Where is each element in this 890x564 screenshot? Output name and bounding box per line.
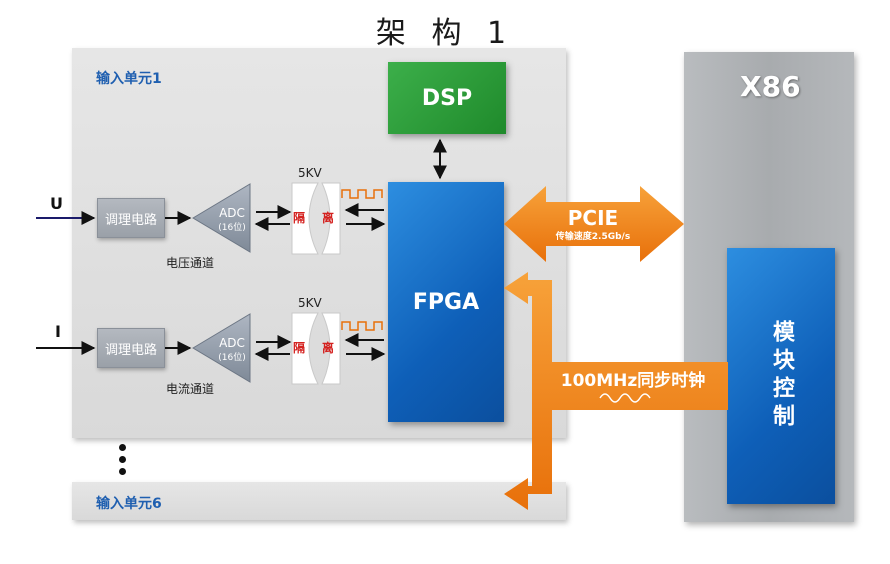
input-unit-6-panel [72, 482, 566, 520]
input-unit-6-label: 输入单元6 [96, 496, 162, 512]
isolation-current-label: 5KV [298, 296, 322, 310]
isolation-right-char: 离 [322, 211, 335, 225]
current-channel-caption: 电流通道 [166, 382, 215, 396]
clock-sine-icon [599, 393, 651, 403]
adc-voltage-triangle [192, 183, 251, 253]
i-input-label: I [55, 322, 61, 341]
clock-label: 100MHz同步时钟 [560, 371, 706, 391]
pcie-double-arrow [504, 186, 684, 262]
isolation-right-char-2: 离 [322, 341, 335, 355]
adc-current-label: ADC [219, 335, 245, 350]
voltage-clock-wave-icon [341, 189, 383, 199]
pcie-label-group: PCIE 传输速度2.5Gb/s [546, 204, 640, 244]
adc-current-label-group: ADC (16位) [212, 334, 252, 364]
fpga-label: FPGA [412, 289, 480, 315]
conditioning-circuit-current: 调理电路 [97, 328, 165, 368]
isolation-right-shape [321, 182, 341, 255]
current-clock-wave-icon [341, 321, 383, 331]
adc-current-bits: (16位) [218, 352, 246, 363]
isolation-left-shape-2 [291, 312, 319, 385]
conditioning-circuit-voltage: 调理电路 [97, 198, 165, 238]
voltage-channel-caption: 电压通道 [166, 256, 215, 270]
adc-current-triangle [192, 313, 251, 383]
diagram-title: 架 构 1 [375, 16, 515, 51]
adc-voltage-label: ADC [219, 205, 245, 220]
module-control-block: 模块控制 [727, 248, 835, 504]
isolation-voltage-label: 5KV [298, 166, 322, 180]
adc-voltage-bits: (16位) [218, 222, 246, 233]
pcie-speed-label: 传输速度2.5Gb/s [555, 231, 631, 242]
dsp-label: DSP [421, 85, 473, 111]
x86-label: X86 [740, 70, 801, 103]
isolation-left-char: 隔 [293, 211, 306, 225]
isolation-left-shape [291, 182, 319, 255]
adc-voltage-label-group: ADC (16位) [212, 204, 252, 234]
pcie-label: PCIE [567, 205, 619, 230]
dsp-block: DSP [388, 62, 506, 134]
isolation-left-char-2: 隔 [293, 341, 306, 355]
fpga-block: FPGA [388, 182, 504, 422]
u-input-label: U [50, 194, 63, 213]
isolation-right-shape-2 [321, 312, 341, 385]
clock-distribution-arrow [504, 272, 728, 510]
module-control-label: 模块控制 [769, 320, 794, 432]
input-unit-1-label: 输入单元1 [96, 71, 162, 87]
more-units-ellipsis [118, 444, 128, 478]
